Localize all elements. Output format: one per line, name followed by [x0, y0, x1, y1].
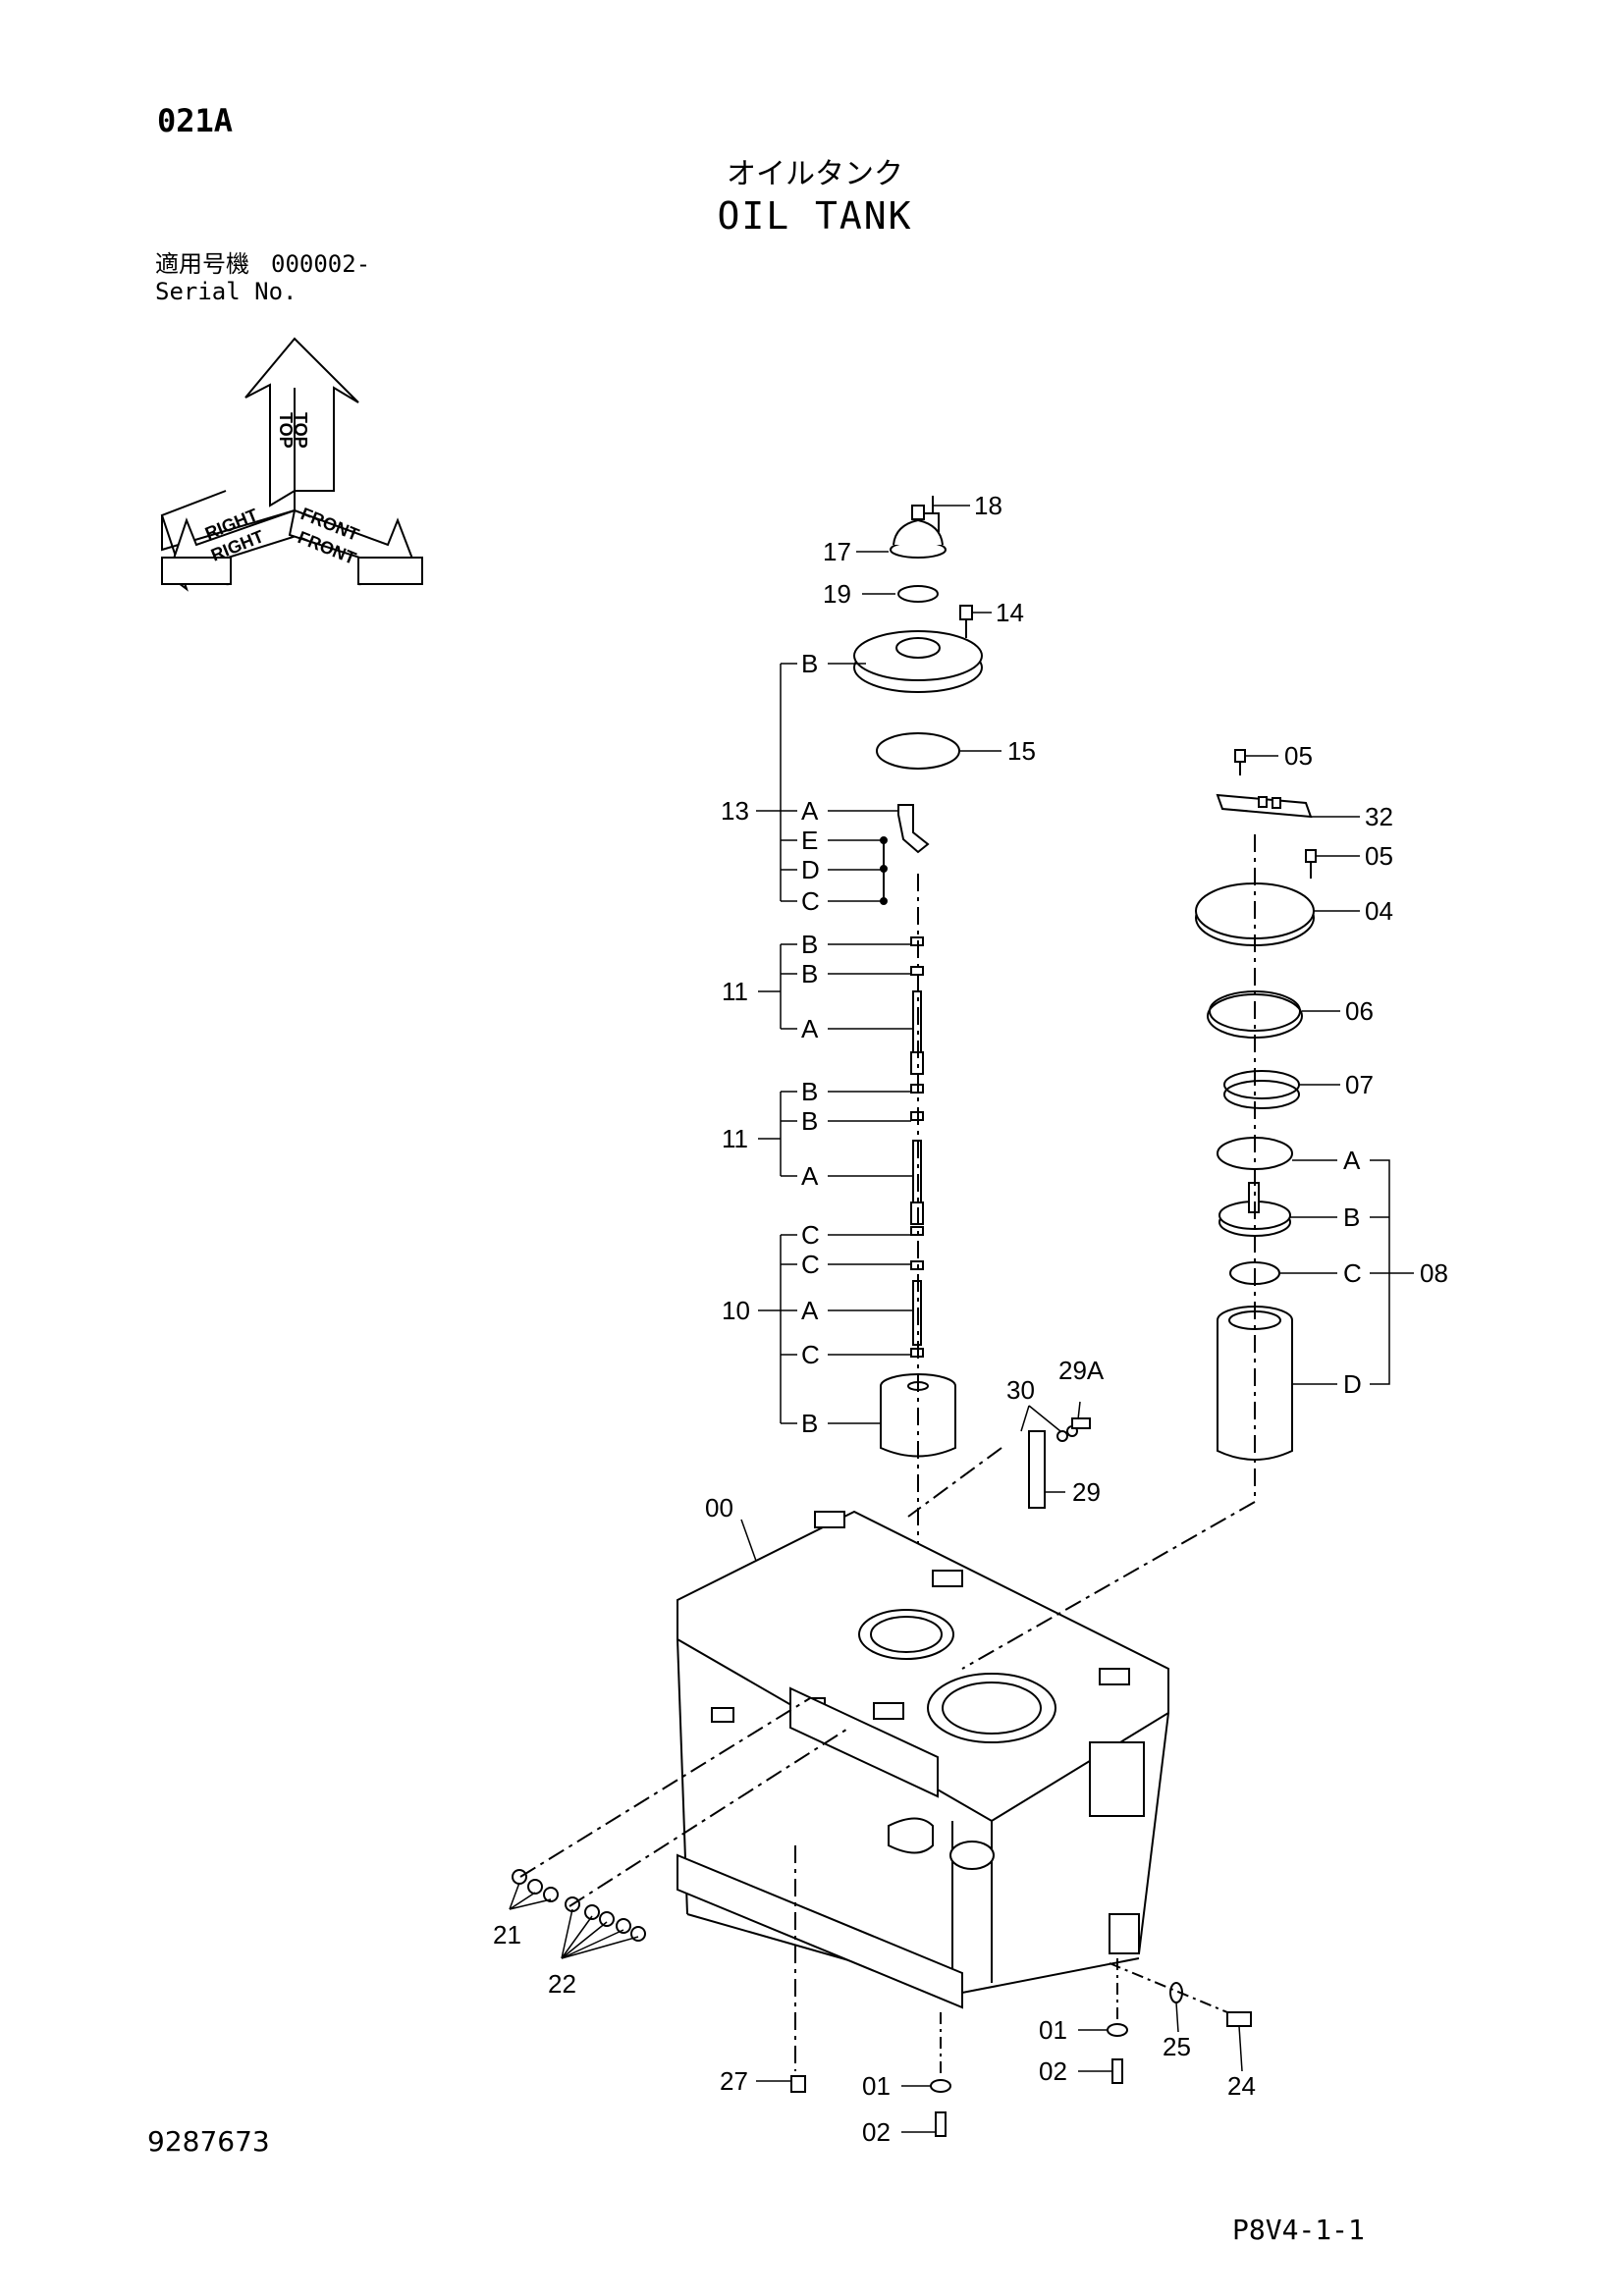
callout-06: 06	[1345, 996, 1374, 1026]
callout-01-bottom: 01	[862, 2071, 891, 2101]
callout-27: 27	[720, 2066, 748, 2096]
callout-10-b: B	[801, 1409, 818, 1438]
drain-plug-27	[790, 2075, 806, 2093]
callout-05-lower: 05	[1365, 841, 1393, 871]
o-ring-15	[876, 732, 960, 770]
callout-11-lower-a: A	[801, 1161, 819, 1191]
plugs-22	[565, 1896, 646, 1942]
callout-10-a: A	[801, 1296, 819, 1325]
bracket-13a	[880, 804, 930, 905]
callout-18: 18	[974, 491, 1002, 520]
washer-bolt-bottom	[930, 2012, 951, 2137]
spring-07	[1223, 1070, 1300, 1109]
callout-10-c1: C	[801, 1220, 820, 1250]
callout-13-a: A	[801, 796, 819, 826]
plate-32	[1216, 793, 1313, 819]
page-title: OIL TANK	[717, 194, 913, 238]
callout-13-d: D	[801, 855, 820, 884]
callout-02-bottom: 02	[862, 2117, 891, 2147]
callout-10: 10	[722, 1296, 750, 1325]
callout-24: 24	[1227, 2071, 1256, 2101]
orientation-label-top: TOP	[276, 412, 296, 449]
orientation-label-top-2: TOP	[291, 412, 310, 449]
callout-21: 21	[493, 1920, 521, 1949]
callout-11-upper: 11	[722, 977, 748, 1006]
callout-11-lower-b1: B	[801, 1077, 818, 1106]
page-code: 021A	[157, 102, 234, 139]
callout-29a: 29A	[1058, 1356, 1105, 1385]
callout-13: 13	[721, 796, 749, 826]
cover-assembly	[853, 605, 983, 693]
callout-11-upper-b2: B	[801, 959, 818, 988]
callout-08-c: C	[1343, 1258, 1362, 1288]
callout-13-e: E	[801, 826, 818, 855]
callout-05-upper: 05	[1284, 741, 1313, 771]
callout-13-c: C	[801, 886, 820, 916]
callout-04: 04	[1365, 896, 1393, 926]
callout-22: 22	[548, 1969, 576, 1999]
callout-11-lower-b2: B	[801, 1106, 818, 1136]
callout-08-d: D	[1343, 1369, 1362, 1399]
serial-label: Serial No.	[155, 278, 298, 305]
callout-01-right: 01	[1039, 2015, 1067, 2045]
page-title-japanese: オイルタンク	[727, 157, 903, 191]
callout-17: 17	[823, 537, 851, 566]
page-reference: P8V4-1-1	[1232, 2214, 1365, 2246]
callout-02-right: 02	[1039, 2056, 1067, 2086]
bracket-29	[1028, 1417, 1091, 1509]
serial-label-japanese: 適用号機	[155, 250, 249, 278]
bolt-05-lower	[1305, 849, 1317, 863]
orientation-indicator	[160, 337, 423, 592]
callout-13-b: B	[801, 649, 818, 678]
washer-bolt-right	[1107, 1958, 1128, 2084]
callout-07: 07	[1345, 1070, 1374, 1099]
callout-00: 00	[705, 1493, 733, 1522]
callout-19: 19	[823, 579, 851, 609]
callout-30: 30	[1006, 1375, 1035, 1405]
callout-10-c3: C	[801, 1340, 820, 1369]
callout-11-upper-a: A	[801, 1014, 819, 1043]
callout-08-a: A	[1343, 1146, 1361, 1175]
callout-32: 32	[1365, 802, 1393, 831]
bolt-05-upper	[1234, 749, 1246, 763]
callout-11-upper-b1: B	[801, 930, 818, 959]
callout-11-lower: 11	[722, 1124, 748, 1153]
callout-10-c2: C	[801, 1250, 820, 1279]
element-assembly-08	[1217, 1137, 1293, 1461]
serial-range: 000002-	[271, 250, 371, 278]
callout-15: 15	[1007, 736, 1036, 766]
document-number: 9287673	[147, 2125, 270, 2158]
breather-cap	[890, 496, 947, 559]
callout-25: 25	[1163, 2032, 1191, 2061]
o-ring-19	[897, 585, 939, 603]
plugs-21	[512, 1869, 559, 1902]
callout-08-b: B	[1343, 1202, 1360, 1232]
callout-29: 29	[1072, 1477, 1101, 1507]
callout-14: 14	[996, 598, 1024, 627]
oil-tank-body	[677, 1510, 1169, 2009]
callout-08: 08	[1420, 1258, 1448, 1288]
bolt-24-washer-25	[1109, 1962, 1252, 2027]
serial-number-block: 適用号機 000002- Serial No.	[155, 250, 370, 305]
leader-lines	[509, 505, 1414, 2133]
